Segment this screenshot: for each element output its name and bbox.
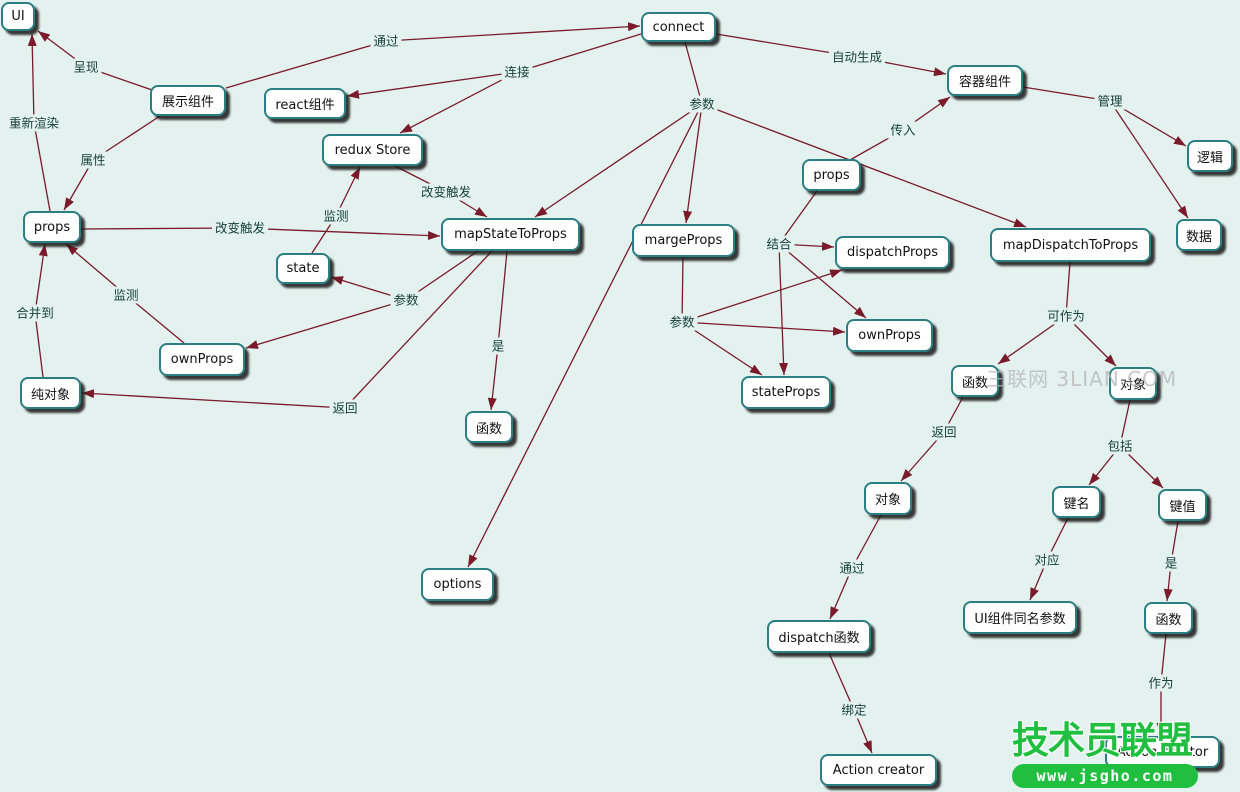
concept-function-bottom: 函数 bbox=[1144, 602, 1193, 634]
link-label-as: 作为 bbox=[1145, 674, 1177, 692]
link-label-include: 包括 bbox=[1104, 437, 1136, 455]
link-label-present: 呈现 bbox=[70, 58, 102, 76]
link-label-monitor: 监测 bbox=[320, 207, 352, 225]
connector-line bbox=[828, 652, 855, 711]
arrow-connector bbox=[681, 321, 763, 376]
link-label-params: 参数 bbox=[686, 95, 718, 113]
link-label-attribute: 属性 bbox=[77, 151, 109, 169]
link-label-return: 返回 bbox=[928, 423, 960, 441]
link-label-change-trigger: 改变触发 bbox=[211, 219, 269, 237]
concept-action-creator-mid: Action creator bbox=[820, 754, 937, 786]
connector-line bbox=[225, 40, 387, 89]
concept-state-props: stateProps bbox=[741, 376, 831, 409]
link-label-manage: 管理 bbox=[1094, 92, 1126, 110]
link-label-change-trigger: 改变触发 bbox=[417, 183, 475, 201]
connector-line bbox=[497, 250, 508, 347]
arrow-connector bbox=[399, 71, 518, 134]
concept-state: state bbox=[276, 253, 330, 284]
concept-function-mid: 函数 bbox=[465, 411, 513, 443]
concept-props-right: props bbox=[802, 159, 861, 191]
concept-props-left: props bbox=[23, 211, 81, 243]
arrow-connector bbox=[346, 71, 518, 99]
link-label-bind: 绑定 bbox=[838, 701, 870, 719]
concept-options: options bbox=[421, 568, 494, 601]
logo-url: www.jsgho.com bbox=[1012, 764, 1198, 788]
watermark-logo-jsgho: 技术员联盟 www.jsgho.com bbox=[1012, 720, 1200, 790]
concept-logic: 逻辑 bbox=[1187, 140, 1233, 172]
concept-key-name: 键名 bbox=[1052, 486, 1101, 518]
concept-container-component: 容器组件 bbox=[947, 65, 1023, 96]
concept-dispatch-props: dispatchProps bbox=[835, 236, 950, 269]
arrow-connector bbox=[681, 269, 843, 323]
link-label-monitor: 监测 bbox=[110, 286, 142, 304]
concept-object-mid: 对象 bbox=[864, 482, 912, 515]
arrow-connector bbox=[239, 227, 441, 241]
concept-connect: connect bbox=[641, 12, 716, 42]
arrow-connector bbox=[778, 243, 867, 319]
arrow-connector bbox=[1109, 100, 1189, 219]
concept-own-props-left: ownProps bbox=[159, 343, 245, 376]
link-label-pass-in: 传入 bbox=[887, 121, 919, 139]
arrow-connector bbox=[829, 567, 853, 620]
arrow-connector bbox=[487, 345, 499, 411]
concept-redux-store: redux Store bbox=[322, 134, 423, 166]
concept-dispatch-function: dispatch函数 bbox=[767, 620, 871, 653]
logo-title: 技术员联盟 bbox=[1012, 719, 1193, 762]
arrow-connector bbox=[385, 22, 641, 42]
link-label-merge-into: 合并到 bbox=[13, 304, 57, 322]
concept-key-value: 键值 bbox=[1158, 489, 1207, 521]
link-label-auto-generate: 自动生成 bbox=[828, 48, 886, 66]
connector-line bbox=[344, 250, 493, 409]
concept-function-right: 函数 bbox=[951, 365, 999, 397]
concept-ui: UI bbox=[1, 2, 35, 31]
link-label-params: 参数 bbox=[390, 291, 422, 309]
concept-own-props-right: ownProps bbox=[846, 319, 933, 352]
connector-line bbox=[34, 312, 44, 378]
arrow-connector bbox=[681, 321, 846, 336]
link-label-can-be: 可作为 bbox=[1044, 307, 1088, 325]
concept-object-right: 对象 bbox=[1109, 367, 1157, 400]
link-label-rerender: 重新渲染 bbox=[5, 114, 63, 132]
link-label-via: 通过 bbox=[370, 32, 402, 50]
connector-line bbox=[516, 33, 642, 73]
arrow-connector bbox=[778, 243, 789, 376]
concept-plain-object: 纯对象 bbox=[20, 377, 81, 409]
connector-line bbox=[1065, 261, 1071, 317]
link-label-via: 通过 bbox=[836, 559, 868, 577]
arrow-connector bbox=[34, 243, 48, 314]
concept-marge-props: margeProps bbox=[632, 224, 735, 257]
concept-action-creator-right: Action creator bbox=[1105, 736, 1220, 768]
link-label-is: 是 bbox=[1161, 554, 1181, 572]
concept-map-state-to-props: mapStateToProps bbox=[441, 218, 580, 251]
link-label-params: 参数 bbox=[666, 313, 698, 331]
connector-line bbox=[684, 41, 703, 105]
connector-line bbox=[33, 122, 51, 212]
concept-react-component: react组件 bbox=[264, 88, 346, 119]
arrow-connector bbox=[81, 389, 346, 409]
watermark-3lian: 三联网 3LIAN.COM bbox=[986, 367, 1178, 391]
connector-line bbox=[851, 514, 882, 569]
arrow-connector bbox=[683, 103, 703, 224]
concept-data: 数据 bbox=[1176, 219, 1222, 251]
arrow-connector bbox=[245, 299, 407, 349]
arrow-connector bbox=[27, 33, 37, 124]
connector-line bbox=[778, 190, 818, 245]
link-label-combine: 结合 bbox=[763, 235, 795, 253]
link-label-connect: 连接 bbox=[501, 63, 533, 81]
concept-map-dispatch-to-props: mapDispatchToProps bbox=[990, 228, 1151, 262]
link-label-correspond: 对应 bbox=[1031, 551, 1063, 569]
arrow-connector bbox=[701, 103, 1027, 228]
concept-ui-same-name-param: UI组件同名参数 bbox=[963, 601, 1077, 634]
arrow-connector bbox=[534, 103, 703, 218]
connector-line bbox=[681, 256, 684, 323]
arrow-connector bbox=[467, 103, 703, 568]
concept-presentational-component: 展示组件 bbox=[150, 85, 226, 116]
link-label-is: 是 bbox=[488, 337, 508, 355]
link-label-return: 返回 bbox=[329, 399, 361, 417]
